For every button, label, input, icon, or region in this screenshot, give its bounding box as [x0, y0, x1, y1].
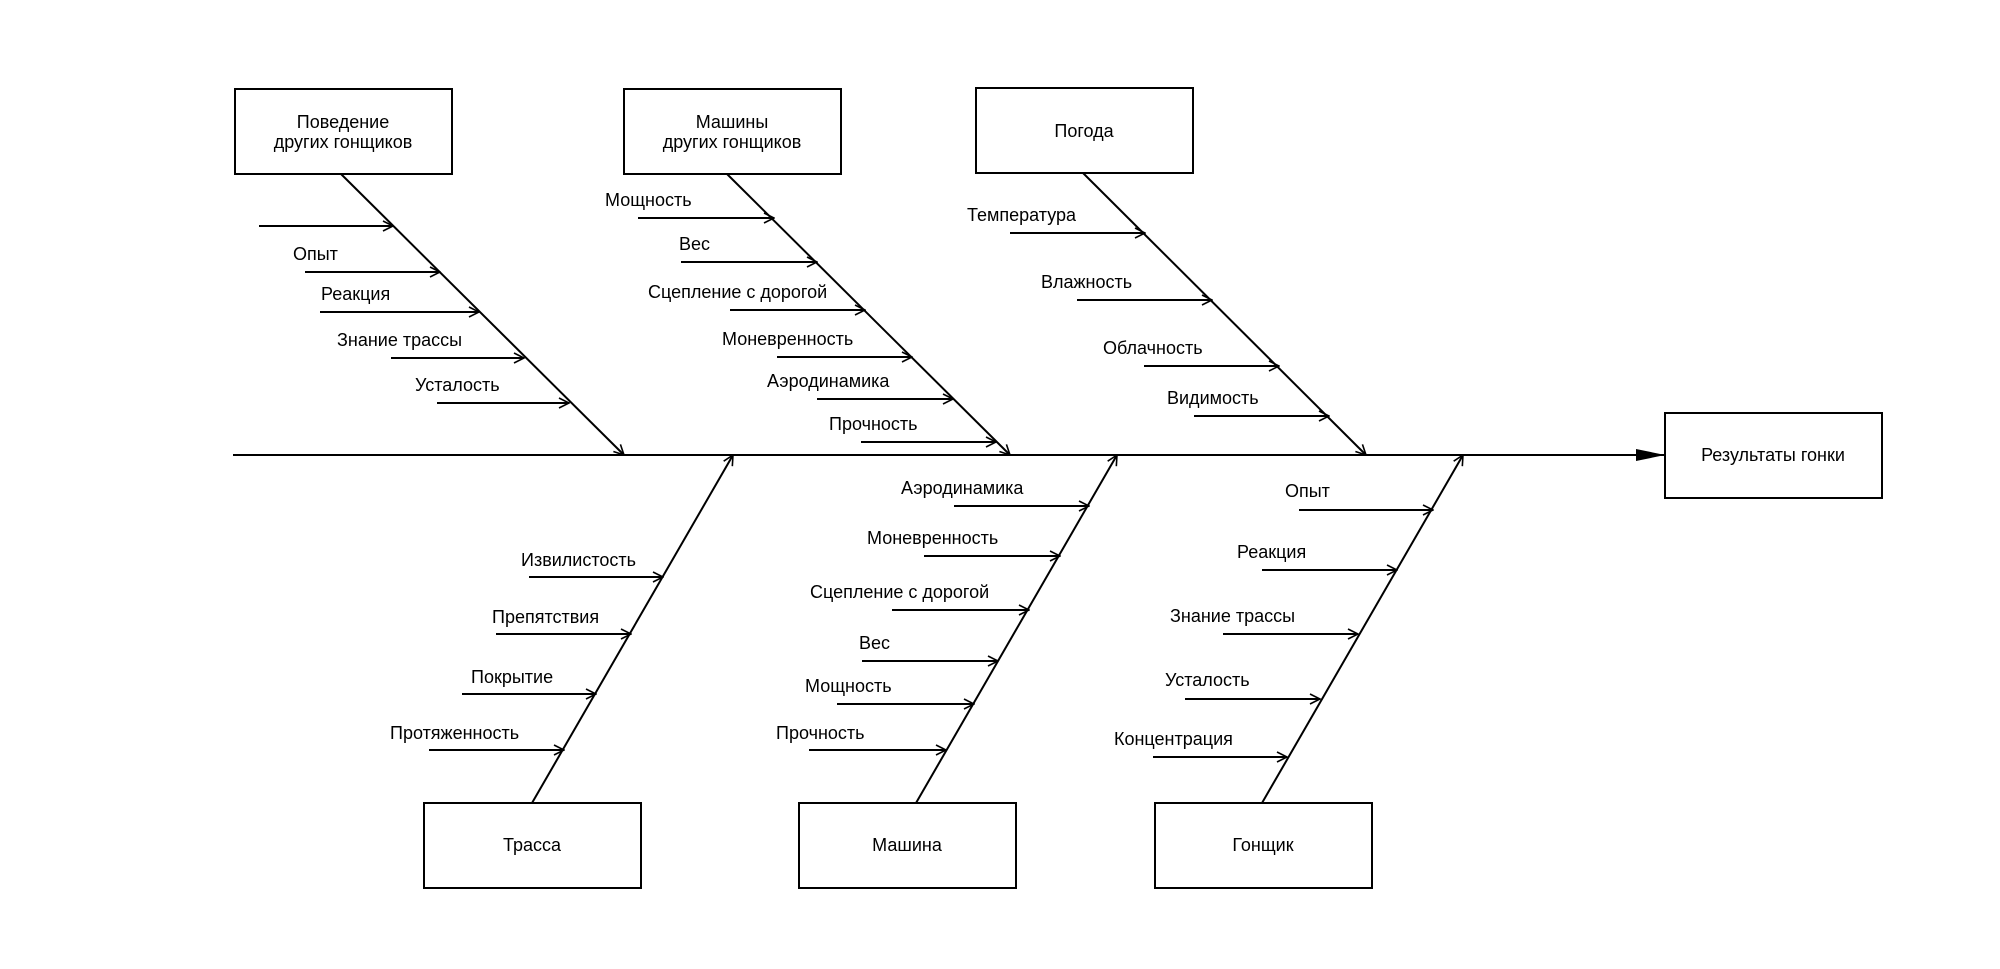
cause-label: Покрытие — [471, 667, 553, 687]
category-title: других гонщиков — [663, 132, 802, 152]
category-title: Погода — [1054, 121, 1114, 141]
category-title: других гонщиков — [274, 132, 413, 152]
cause-label: Усталость — [1165, 670, 1250, 690]
cause-label: Температура — [967, 205, 1077, 225]
cause-label: Сцепление с дорогой — [810, 582, 989, 602]
cause-label: Протяженность — [390, 723, 519, 743]
cause-label: Мощность — [805, 676, 892, 696]
category-weather: Погода — [975, 87, 1194, 174]
cause-label: Прочность — [776, 723, 865, 743]
cause-label: Знание трассы — [1170, 606, 1295, 626]
category-title: Машины — [696, 112, 769, 132]
causes-other-cars: Мощность Вес Сцепление с дорогой Моневре… — [605, 190, 996, 442]
causes-track: Извилистость Препятствия Покрытие Протяж… — [390, 550, 663, 750]
category-title: Машина — [872, 835, 943, 855]
causes-weather: Температура Влажность Облачность Видимос… — [967, 205, 1329, 416]
cause-label: Аэродинамика — [767, 371, 890, 391]
category-other-cars: Машины других гонщиков — [623, 88, 842, 175]
bone-driver — [1261, 455, 1463, 804]
category-title: Гонщик — [1232, 835, 1293, 855]
cause-label: Моневренность — [722, 329, 853, 349]
cause-label: Концентрация — [1114, 729, 1233, 749]
cause-label: Опыт — [293, 244, 338, 264]
cause-label: Сцепление с дорогой — [648, 282, 827, 302]
cause-label: Влажность — [1041, 272, 1132, 292]
category-title: Трасса — [503, 835, 562, 855]
cause-label: Аэродинамика — [901, 478, 1024, 498]
cause-label: Усталость — [415, 375, 500, 395]
bone-car — [915, 455, 1117, 804]
category-title: Поведение — [297, 112, 389, 132]
cause-label: Реакция — [1237, 542, 1306, 562]
cause-label: Опыт — [1285, 481, 1330, 501]
category-driver: Гонщик — [1154, 802, 1373, 889]
causes-car: Аэродинамика Моневренность Сцепление с д… — [776, 478, 1089, 750]
cause-label: Моневренность — [867, 528, 998, 548]
category-track: Трасса — [423, 802, 642, 889]
cause-label: Вес — [679, 234, 710, 254]
cause-label: Извилистость — [521, 550, 636, 570]
cause-label: Препятствия — [492, 607, 599, 627]
effect-box: Результаты гонки — [1664, 412, 1883, 499]
cause-label: Вес — [859, 633, 890, 653]
category-car: Машина — [798, 802, 1017, 889]
effect-label: Результаты гонки — [1701, 445, 1845, 465]
causes-driver: Опыт Реакция Знание трассы Усталость Кон… — [1114, 481, 1433, 757]
causes-other-behavior: Опыт Реакция Знание трассы Усталость — [259, 226, 569, 403]
cause-label: Мощность — [605, 190, 692, 210]
category-other-behavior: Поведение других гонщиков — [234, 88, 453, 175]
cause-label: Облачность — [1103, 338, 1203, 358]
bone-track — [531, 455, 733, 804]
cause-label: Реакция — [321, 284, 390, 304]
cause-label: Прочность — [829, 414, 918, 434]
cause-label: Видимость — [1167, 388, 1259, 408]
bone-other-behavior — [340, 173, 624, 455]
cause-label: Знание трассы — [337, 330, 462, 350]
bone-weather — [1082, 172, 1366, 455]
